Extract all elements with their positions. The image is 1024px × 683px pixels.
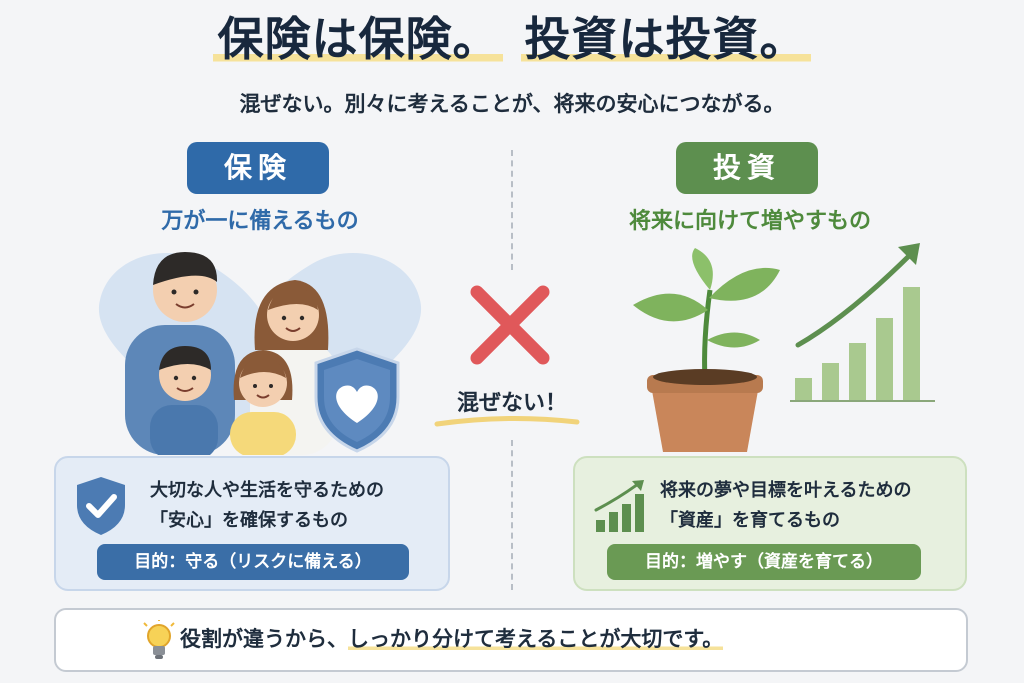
growth-chart-icon [790,243,935,402]
lightbulb-icon [143,620,175,659]
insurance-description: 大切な人や生活を守るための 「安心」を確保するもの [150,480,384,531]
subtitle: 混ぜない。別々に考えることが、将来の安心につながる。 [239,92,785,116]
cross-icon [470,285,550,365]
center-divider-bottom [511,440,513,590]
mix-label: 混ぜない！ [456,391,567,416]
investment-tagline: 将来に向けて増やすもの [628,209,871,234]
center-divider-top [511,150,513,270]
investment-purpose: 目的：増やす（資産を育てる） [607,544,921,580]
title-investment: 投資は投資。 [520,12,811,66]
page-title: 保険は保険。 投資は投資。 [0,8,1024,70]
insurance-badge: 保険 [187,142,329,194]
investment-badge: 投資 [676,142,818,194]
insurance-purpose: 目的：守る（リスクに備える） [97,544,409,580]
shield-check-icon [77,477,125,535]
investment-description: 将来の夢や目標を叶えるための 「資産」を育てるもの [660,480,912,531]
insurance-tagline: 万が一に備えるもの [161,209,359,234]
note-text: 役割が違うから、しっかり分けて考えることが大切です。 [180,627,724,651]
mix-underline [434,415,580,427]
title-insurance: 保険は保険。 [213,12,504,66]
shield-heart-icon [314,347,400,453]
mini-growth-chart-icon [594,480,644,532]
family-illustration [98,252,422,455]
potted-plant-illustration [633,248,780,452]
